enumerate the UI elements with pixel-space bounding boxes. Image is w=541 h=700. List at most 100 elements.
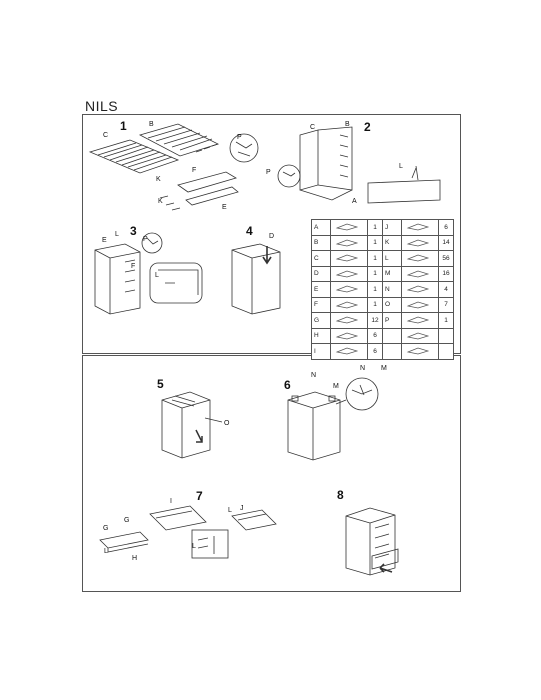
part-quantity bbox=[438, 327, 454, 344]
part-quantity: 56 bbox=[438, 250, 454, 267]
part-pictogram bbox=[330, 343, 368, 360]
part-label: N bbox=[311, 372, 316, 379]
step4-illustration bbox=[231, 243, 281, 315]
part-label: A bbox=[352, 198, 357, 205]
part-letter: D bbox=[311, 265, 331, 282]
part-letter: M bbox=[382, 265, 402, 282]
part-label: N bbox=[360, 365, 365, 372]
assembly-panel-bottom bbox=[82, 355, 461, 592]
part-letter: L bbox=[382, 250, 402, 267]
part-pictogram bbox=[330, 265, 368, 282]
part-pictogram bbox=[401, 265, 439, 282]
part-pictogram bbox=[401, 219, 439, 236]
part-pictogram bbox=[401, 327, 439, 344]
part-quantity bbox=[438, 343, 454, 360]
part-letter: C bbox=[311, 250, 331, 267]
step5-illustration bbox=[161, 391, 223, 459]
step1-illustration bbox=[88, 123, 259, 211]
part-letter: B bbox=[311, 234, 331, 251]
step-number: 7 bbox=[196, 489, 203, 503]
document-title: NILS bbox=[85, 98, 119, 114]
part-label: G bbox=[124, 517, 129, 524]
part-quantity: 1 bbox=[367, 219, 383, 236]
part-label: C bbox=[103, 132, 108, 139]
part-quantity: 1 bbox=[367, 265, 383, 282]
part-quantity: 1 bbox=[438, 312, 454, 329]
part-pictogram bbox=[401, 250, 439, 267]
part-quantity: 1 bbox=[367, 234, 383, 251]
step7-illustration bbox=[99, 505, 277, 559]
part-letter bbox=[382, 327, 402, 344]
step-number: 8 bbox=[337, 488, 344, 502]
part-pictogram bbox=[401, 343, 439, 360]
part-quantity: 6 bbox=[438, 219, 454, 236]
part-letter: H bbox=[311, 327, 331, 344]
part-label: B bbox=[345, 121, 350, 128]
part-label: G bbox=[103, 525, 108, 532]
part-label: F bbox=[192, 167, 196, 174]
part-label: D bbox=[269, 233, 274, 240]
part-letter: J bbox=[382, 219, 402, 236]
part-quantity: 1 bbox=[367, 281, 383, 298]
part-pictogram bbox=[330, 234, 368, 251]
part-pictogram bbox=[401, 312, 439, 329]
part-label: C bbox=[310, 124, 315, 131]
part-pictogram bbox=[330, 250, 368, 267]
part-label: E bbox=[102, 237, 107, 244]
step-number: 4 bbox=[246, 224, 253, 238]
part-pictogram bbox=[330, 312, 368, 329]
part-quantity: 14 bbox=[438, 234, 454, 251]
part-label: P bbox=[143, 236, 148, 243]
part-label: H bbox=[132, 555, 137, 562]
part-pictogram bbox=[401, 296, 439, 313]
part-label: L bbox=[115, 231, 119, 238]
part-label: J bbox=[240, 505, 244, 512]
part-label: M bbox=[333, 383, 339, 390]
part-letter: N bbox=[382, 281, 402, 298]
part-letter: G bbox=[311, 312, 331, 329]
part-letter: I bbox=[311, 343, 331, 360]
part-label: O bbox=[224, 420, 230, 427]
step2-illustration bbox=[277, 126, 441, 204]
part-letter: F bbox=[311, 296, 331, 313]
part-label: P bbox=[266, 169, 271, 176]
part-label: B bbox=[149, 121, 154, 128]
part-label: M bbox=[381, 365, 387, 372]
part-label: I bbox=[170, 498, 172, 505]
part-label: L bbox=[192, 543, 196, 550]
part-letter: E bbox=[311, 281, 331, 298]
step3-illustration bbox=[94, 232, 203, 315]
part-label: L bbox=[104, 548, 108, 555]
step-number: 3 bbox=[130, 224, 137, 238]
part-quantity: 6 bbox=[367, 343, 383, 360]
part-pictogram bbox=[330, 281, 368, 298]
part-label: L bbox=[399, 163, 403, 170]
part-label: K bbox=[156, 176, 161, 183]
part-label: L bbox=[228, 507, 232, 514]
step-number: 2 bbox=[364, 120, 371, 134]
part-pictogram bbox=[330, 296, 368, 313]
part-quantity: 16 bbox=[438, 265, 454, 282]
part-letter: A bbox=[311, 219, 331, 236]
part-letter: P bbox=[382, 312, 402, 329]
step-number: 1 bbox=[120, 119, 127, 133]
step-number: 5 bbox=[157, 377, 164, 391]
step8-illustration bbox=[345, 507, 399, 576]
part-pictogram bbox=[401, 234, 439, 251]
part-quantity: 7 bbox=[438, 296, 454, 313]
step-number: 6 bbox=[284, 378, 291, 392]
part-label: E bbox=[222, 204, 227, 211]
part-quantity: 1 bbox=[367, 250, 383, 267]
part-letter: O bbox=[382, 296, 402, 313]
